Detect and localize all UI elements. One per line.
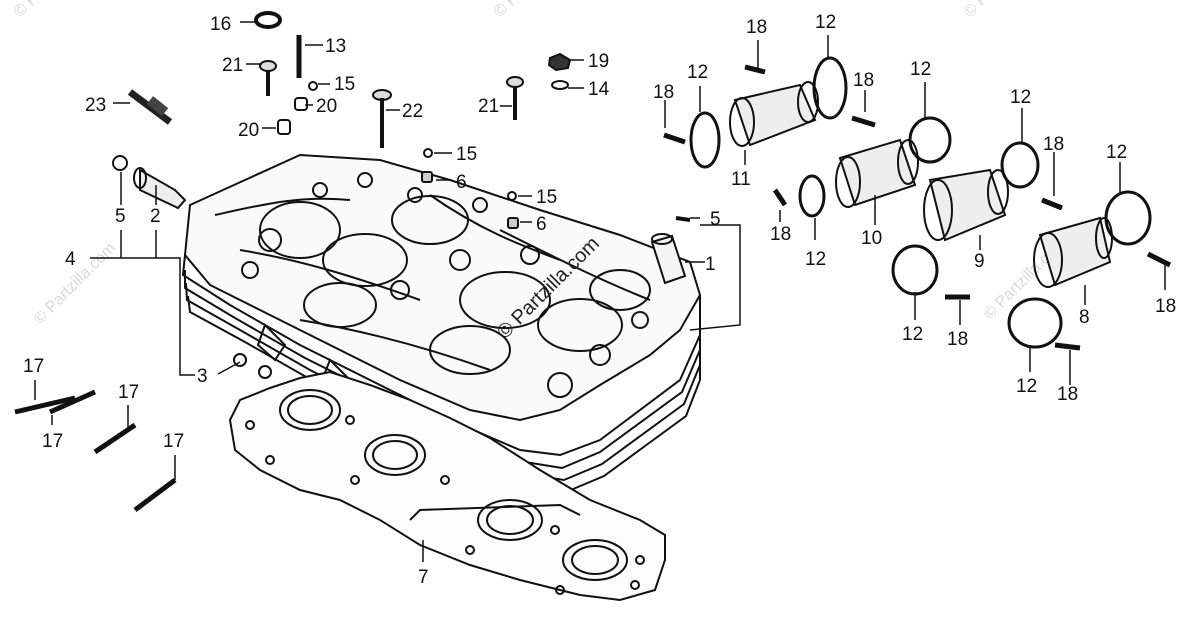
callout-18: 18: [853, 70, 874, 91]
clamp-12: [1000, 141, 1040, 189]
dowel-pin: [294, 97, 308, 111]
screw-18: [1054, 342, 1081, 351]
callout-6: 6: [536, 214, 547, 235]
callout-14: 14: [588, 79, 610, 100]
clamp-12: [812, 56, 848, 120]
cap: [233, 353, 247, 367]
seal: [254, 11, 282, 29]
callout-15: 15: [456, 144, 477, 165]
washer-14: [551, 80, 569, 90]
intake-parts: [663, 56, 1172, 351]
callout-12: 12: [910, 59, 931, 80]
callout-12: 12: [805, 249, 826, 270]
callout-17: 17: [118, 382, 139, 403]
bolt-21b: [506, 76, 524, 120]
callout-12: 12: [1010, 87, 1031, 108]
callout-15: 15: [536, 187, 557, 208]
insulator-10: [835, 138, 919, 208]
screw-18: [772, 188, 788, 207]
callout-21: 21: [478, 96, 499, 117]
o-ring-5: [675, 216, 691, 222]
callout-20: 20: [316, 96, 337, 117]
insulator-8: [1033, 216, 1113, 288]
callout-18: 18: [770, 224, 791, 245]
callout-12: 12: [687, 62, 708, 83]
callout-8: 8: [1079, 307, 1090, 328]
callout-5: 5: [115, 206, 126, 227]
screw-18: [851, 115, 876, 128]
callout-4: 4: [65, 249, 76, 270]
callout-18: 18: [947, 329, 968, 350]
callout-12: 12: [902, 324, 923, 345]
clamp-12: [908, 116, 952, 164]
head-gasket: [228, 370, 666, 602]
callout-3: 3: [197, 366, 208, 387]
stud-17: [14, 395, 76, 415]
screw-18: [1041, 197, 1063, 211]
callout-5: 5: [710, 209, 721, 230]
bolt-21a: [259, 60, 277, 96]
clamp-12: [1007, 297, 1063, 349]
callout-11: 11: [731, 169, 751, 190]
callout-2: 2: [150, 206, 161, 227]
screw-18: [663, 132, 686, 145]
callout-21: 21: [222, 55, 243, 76]
clamp-12: [1104, 190, 1152, 246]
callout-18: 18: [653, 82, 674, 103]
clamp-12: [689, 111, 721, 169]
long-bolt: [372, 89, 392, 148]
callout-12: 12: [815, 12, 836, 33]
watermark-faded: © Partzilla.com: [491, 0, 579, 21]
stud-17: [48, 389, 97, 415]
guide: [650, 233, 687, 285]
callout-6: 6: [456, 172, 467, 193]
small-parts: [14, 11, 691, 512]
callout-15: 15: [334, 74, 355, 95]
callout-7: 7: [418, 567, 429, 588]
nut: [547, 52, 572, 72]
insulator-9: [923, 168, 1009, 242]
screw-18: [1146, 251, 1172, 268]
washer: [507, 191, 517, 201]
insulator-11: [729, 81, 819, 147]
plug-cap: [133, 167, 187, 210]
watermark-faded: © Partzilla.com: [11, 0, 99, 21]
dowel-pin: [277, 119, 291, 135]
cap: [258, 365, 272, 379]
callout-17: 17: [23, 356, 44, 377]
callout-18: 18: [1057, 384, 1078, 405]
callout-9: 9: [974, 251, 985, 272]
callout-12: 12: [1016, 376, 1037, 397]
callout-13: 13: [325, 36, 346, 57]
plug-6: [507, 217, 519, 229]
clamp-12: [891, 244, 939, 296]
o-ring: [112, 155, 128, 171]
callout-1: 1: [705, 254, 716, 275]
callout-17: 17: [163, 431, 184, 452]
plug-6: [421, 171, 433, 183]
screw-18: [744, 64, 766, 75]
callout-19: 19: [588, 51, 609, 72]
callout-12: 12: [1106, 142, 1127, 163]
stud-17: [133, 478, 177, 512]
callout-23: 23: [85, 95, 106, 116]
callout-16: 16: [210, 14, 231, 35]
clamp-12: [798, 174, 826, 218]
leader-lines: [34, 21, 1166, 562]
stud-17: [93, 422, 137, 455]
callout-labels: 16 13 21 15 20 20 23 22 21 19 14 15 6 15…: [23, 12, 1176, 588]
watermark-faded: © Partzilla.com: [961, 0, 1049, 21]
spark-plug: [127, 89, 173, 125]
callout-10: 10: [861, 228, 882, 249]
washer: [423, 148, 433, 158]
callout-20: 20: [238, 120, 259, 141]
washer: [308, 81, 318, 91]
callout-22: 22: [402, 101, 423, 122]
callout-18: 18: [1155, 296, 1176, 317]
callout-18: 18: [1043, 134, 1064, 155]
callout-18: 18: [746, 17, 767, 38]
callout-17: 17: [42, 431, 63, 452]
